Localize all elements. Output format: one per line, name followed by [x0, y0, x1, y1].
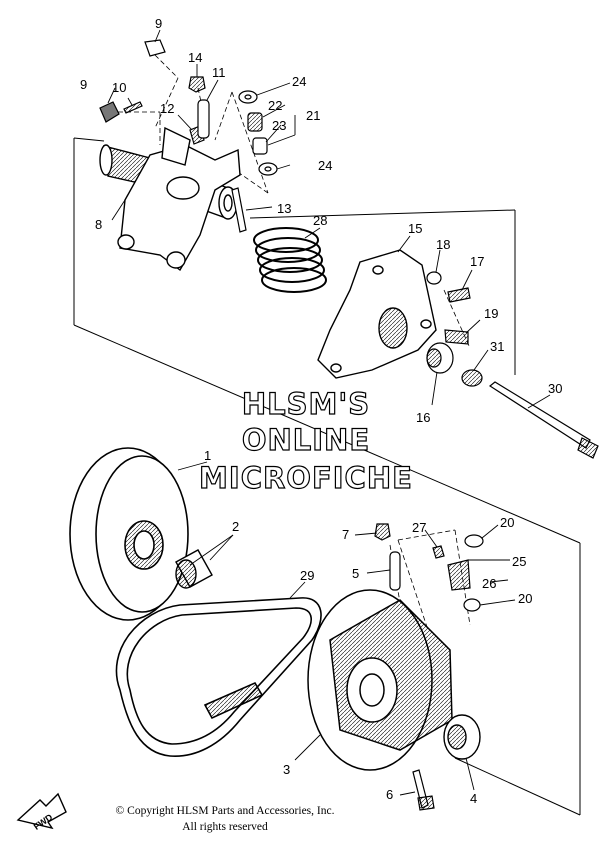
- clip-9-lower: [99, 101, 120, 123]
- callout-4: 4: [470, 791, 477, 806]
- callout-numbers: 9 9 10 12 14 11 24 22 23 21 24 13 28 8 1…: [80, 16, 562, 806]
- callout-7: 7: [342, 527, 349, 542]
- nut-14: [188, 76, 206, 93]
- callout-20-lower: 20: [518, 591, 532, 606]
- callout-21: 21: [306, 108, 320, 123]
- small-parts-top: [99, 39, 278, 233]
- bolt-30: [488, 381, 591, 449]
- pin-11: [197, 99, 210, 139]
- nut-7: [374, 523, 391, 541]
- callout-8: 8: [95, 217, 102, 232]
- bolt-17: [447, 287, 471, 303]
- callout-22: 22: [268, 98, 282, 113]
- callout-9-lower: 9: [80, 77, 87, 92]
- bolt-13: [231, 187, 247, 233]
- washer-20-lower: [463, 598, 481, 612]
- pin-5: [389, 551, 401, 591]
- watermark-line-3: MICROFICHE: [199, 461, 413, 495]
- drive-belt-29: [115, 597, 322, 757]
- callout-11: 11: [212, 65, 226, 80]
- callout-2: 2: [232, 519, 239, 534]
- clip-9-upper: [144, 39, 166, 57]
- callout-9-upper: 9: [155, 16, 162, 31]
- callout-1: 1: [204, 448, 211, 463]
- callout-29: 29: [300, 568, 314, 583]
- callout-leaders: [107, 29, 551, 796]
- callout-16: 16: [416, 410, 430, 425]
- bolt-19: [444, 329, 469, 345]
- callout-13: 13: [277, 201, 291, 216]
- bushing-4: [443, 714, 481, 760]
- callout-24-lower: 24: [318, 158, 332, 173]
- callout-6: 6: [386, 787, 393, 802]
- callout-18: 18: [436, 237, 450, 252]
- callout-15: 15: [408, 221, 422, 236]
- callout-17: 17: [470, 254, 484, 269]
- callout-12: 12: [160, 101, 174, 116]
- roller-22: [247, 112, 263, 132]
- bushing-2: [175, 549, 213, 589]
- assembly-frame-lines: [73, 137, 581, 816]
- small-parts-bottom: [374, 523, 484, 811]
- callout-5: 5: [352, 566, 359, 581]
- fwd-arrow-icon: FWD: [16, 792, 67, 832]
- callout-3: 3: [283, 762, 290, 777]
- callout-24-upper: 24: [292, 74, 306, 89]
- roller-26: [447, 559, 471, 591]
- copyright-line: © Copyright HLSM Parts and Accessories, …: [115, 805, 335, 817]
- watermark-line-1: HLSM'S: [242, 387, 370, 421]
- callout-26: 26: [482, 576, 496, 591]
- callout-14: 14: [188, 50, 202, 65]
- callout-23: 23: [272, 118, 286, 133]
- watermark: HLSM'S ONLINE MICROFICHE: [198, 386, 413, 495]
- pin-27: [432, 545, 445, 559]
- nut-31: [461, 369, 483, 387]
- movable-sheave-1: [69, 447, 189, 621]
- callout-10: 10: [112, 80, 126, 95]
- callout-30: 30: [548, 381, 562, 396]
- fixed-sheave-3: [307, 589, 453, 771]
- watermark-line-2: ONLINE: [242, 423, 370, 457]
- callout-20-upper: 20: [500, 515, 514, 530]
- small-parts-right: [426, 271, 599, 459]
- pin-10: [123, 101, 143, 114]
- bushing-23: [252, 137, 268, 155]
- cover-plate-15: [317, 249, 437, 379]
- callout-28: 28: [313, 213, 327, 228]
- rights-line: All rights reserved: [182, 821, 268, 833]
- drive-clutch-hub: [99, 126, 241, 272]
- callout-27: 27: [412, 520, 426, 535]
- callout-25: 25: [512, 554, 526, 569]
- spring-28: [253, 227, 327, 293]
- washer-20-upper: [464, 534, 484, 548]
- callout-31: 31: [490, 339, 504, 354]
- callout-19: 19: [484, 306, 498, 321]
- washer-18: [426, 271, 442, 285]
